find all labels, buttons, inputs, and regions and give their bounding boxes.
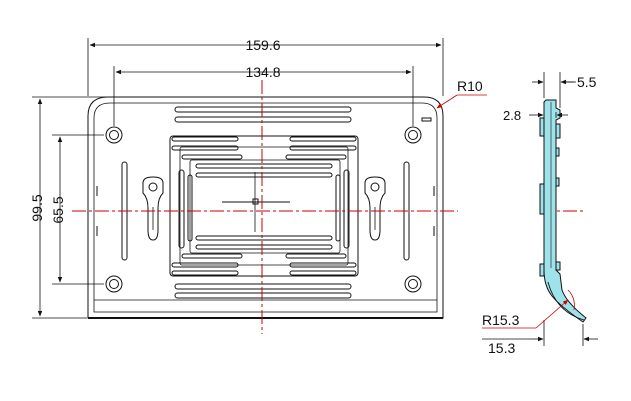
- dimension-lines: [32, 38, 487, 319]
- dim-total-depth: 5.5: [577, 74, 597, 90]
- center-slot: [181, 253, 243, 259]
- center-slot: [289, 136, 357, 142]
- plate-inner-edge: [93, 102, 438, 313]
- center-slot: [289, 270, 357, 276]
- plate-outline: [87, 96, 444, 319]
- bottom-slot: [174, 283, 352, 290]
- dim-overall-width: 159.6: [245, 37, 280, 53]
- front-view: [87, 96, 444, 319]
- dim-hole-spacing-x: 134.8: [245, 64, 280, 80]
- dim-bend-offset: 15.3: [488, 340, 515, 356]
- side-view: [539, 99, 587, 323]
- dim-corner-radius: R10: [457, 78, 483, 94]
- vertical-slot: [343, 169, 350, 249]
- center-slot: [171, 270, 239, 276]
- top-slot: [174, 106, 352, 113]
- center-slot: [285, 154, 347, 160]
- dim-wall-thickness: 2.8: [503, 108, 521, 123]
- top-slot: [174, 116, 352, 123]
- side-dimension-lines: [482, 72, 598, 346]
- vertical-slot: [335, 174, 341, 242]
- center-slot: [195, 163, 333, 169]
- center-frame: [169, 135, 359, 277]
- center-slot: [181, 154, 243, 160]
- mounting-hole: [404, 275, 422, 293]
- center-slot: [171, 145, 239, 151]
- mounting-hole: [105, 275, 123, 293]
- center-slot: [289, 145, 357, 151]
- center-slot: [195, 244, 333, 250]
- bottom-slot: [174, 292, 352, 299]
- center-slot: [195, 172, 333, 178]
- dim-bend-radius: R15.3: [482, 312, 520, 328]
- keyhole-slot-left: [142, 176, 164, 241]
- dim-hole-spacing-y: 65.5: [50, 196, 66, 223]
- vertical-slot: [187, 174, 193, 242]
- vertical-slot: [178, 169, 185, 249]
- dim-overall-height: 99.5: [29, 194, 45, 221]
- keyhole-slot-right: [364, 176, 386, 241]
- mounting-hole: [105, 126, 123, 144]
- side-profile: [543, 99, 587, 323]
- center-slot: [285, 253, 347, 259]
- mounting-hole: [404, 126, 422, 144]
- center-slot: [171, 136, 239, 142]
- center-slot: [171, 262, 239, 268]
- center-slot: [195, 235, 333, 241]
- center-slot: [289, 262, 357, 268]
